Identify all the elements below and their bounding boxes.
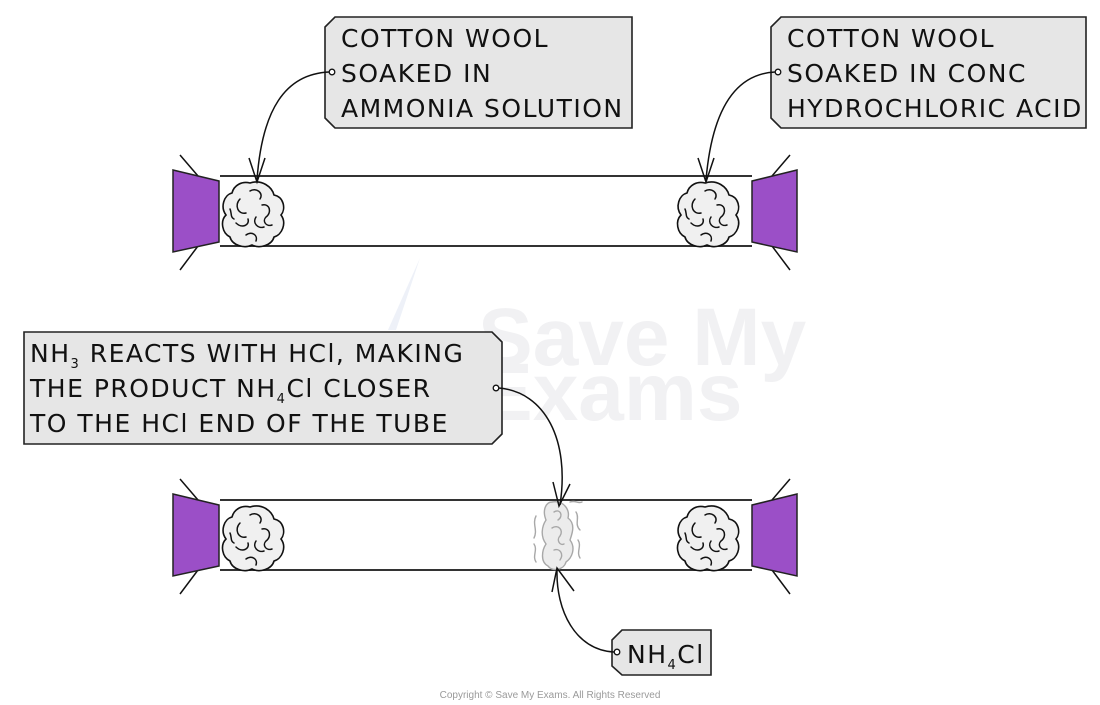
watermark-line2: Exams xyxy=(478,347,742,438)
label-ammonia-line2: SOAKED IN xyxy=(341,59,492,88)
leader-line xyxy=(556,569,615,653)
pin-icon xyxy=(492,384,500,392)
cotton-wool-hcl-top xyxy=(676,181,740,248)
label-ammonia-tag xyxy=(324,16,633,129)
label-reaction: NH3 REACTS WITH HCl, MAKING THE PRODUCT … xyxy=(23,331,571,509)
bung-left-bottom xyxy=(172,478,220,595)
label-reaction-tag xyxy=(23,331,503,445)
leader-line xyxy=(705,71,776,181)
cotton-wool-ammonia-bottom xyxy=(221,505,285,572)
label-hcl: COTTON WOOL SOAKED IN CONC HYDROCHLORIC … xyxy=(697,16,1087,185)
label-ammonia-line3: AMMONIA SOLUTION xyxy=(341,94,624,123)
label-ammonia: COTTON WOOL SOAKED IN AMMONIA SOLUTION xyxy=(248,16,633,185)
bung-right-bottom xyxy=(751,478,798,595)
label-hcl-line2: SOAKED IN CONC xyxy=(787,59,1027,88)
label-hcl-line3: HYDROCHLORIC ACID xyxy=(787,94,1083,123)
tube-bottom xyxy=(172,478,798,595)
arrowhead-icon xyxy=(697,157,715,185)
watermark-logo-icon xyxy=(388,258,420,330)
arrowhead-icon xyxy=(552,481,571,509)
label-reaction-line2: THE PRODUCT NH4Cl CLOSER xyxy=(29,374,432,407)
label-product-text: NH4Cl xyxy=(627,640,705,673)
watermark-line1: Save My xyxy=(478,292,807,383)
pin-icon xyxy=(328,68,336,76)
leader-line xyxy=(256,71,330,181)
label-ammonia-line1: COTTON WOOL xyxy=(341,24,549,53)
bung-right-top xyxy=(751,154,798,271)
label-hcl-line1: COTTON WOOL xyxy=(787,24,995,53)
cotton-wool-ammonia-top xyxy=(221,181,285,248)
arrowhead-icon xyxy=(248,157,266,185)
watermark: Save My Exams xyxy=(388,258,807,438)
bung-left-top xyxy=(172,154,220,271)
leader-line xyxy=(498,387,563,506)
copyright-notice: Copyright © Save My Exams. All Rights Re… xyxy=(440,690,661,701)
pin-icon xyxy=(774,68,782,76)
label-product-tag xyxy=(611,629,712,676)
label-reaction-line3: TO THE HCl END OF THE TUBE xyxy=(29,409,449,438)
nh4cl-deposit xyxy=(533,500,583,571)
label-product: NH4Cl xyxy=(551,566,712,676)
pin-icon xyxy=(613,648,621,656)
tube-top xyxy=(172,154,798,271)
cotton-wool-hcl-bottom xyxy=(676,505,740,572)
label-reaction-line1: NH3 REACTS WITH HCl, MAKING xyxy=(30,339,464,372)
arrowhead-icon xyxy=(551,566,575,593)
label-hcl-tag xyxy=(770,16,1087,129)
